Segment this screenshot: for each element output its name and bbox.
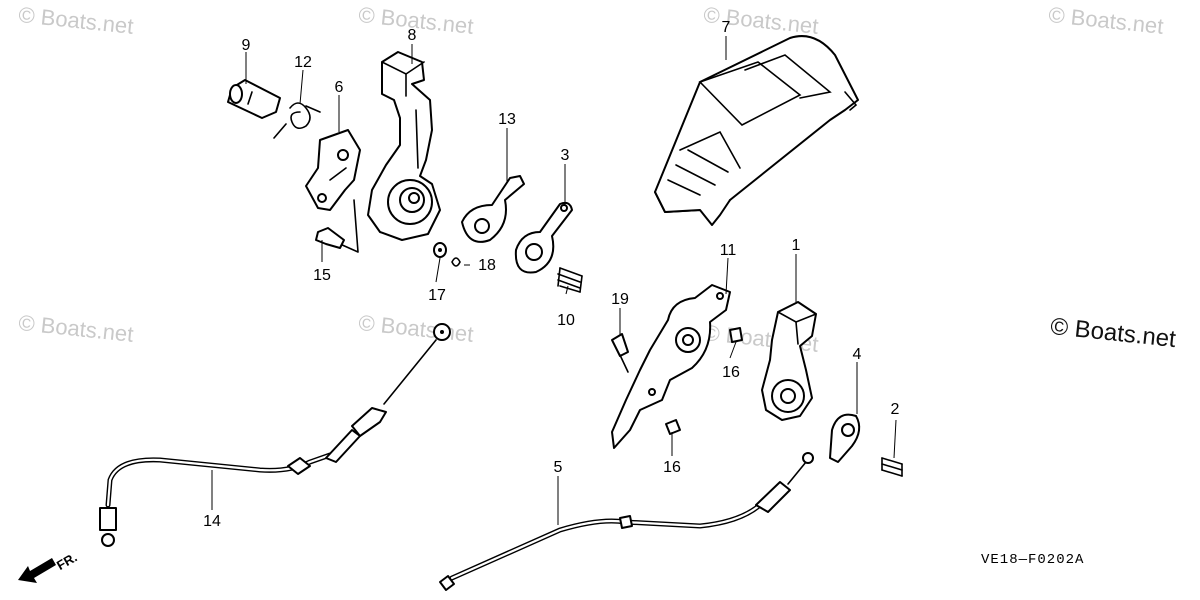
- part-3-plate[interactable]: [514, 201, 573, 274]
- part-5-cable[interactable]: [439, 452, 814, 591]
- part-19-bolt[interactable]: [611, 333, 629, 373]
- part-18-clip[interactable]: [451, 257, 461, 267]
- part-1-lever[interactable]: [761, 301, 817, 421]
- callout-6: 6: [334, 79, 344, 96]
- callout-1: 1: [791, 237, 801, 254]
- part-9-pin[interactable]: [227, 79, 281, 119]
- callout-5: 5: [553, 459, 563, 476]
- part-16-screw[interactable]: [729, 327, 743, 343]
- callout-17: 17: [428, 287, 446, 304]
- part-6-bracket[interactable]: [305, 129, 361, 253]
- part-16-screw[interactable]: [665, 419, 681, 435]
- part-11-bracket[interactable]: [611, 284, 731, 449]
- leader-lines: [211, 36, 897, 525]
- callout-2: 2: [890, 401, 900, 418]
- part-13-plate[interactable]: [461, 175, 525, 243]
- callout-9: 9: [241, 37, 251, 54]
- callout-10: 10: [557, 312, 575, 329]
- part-4-knob[interactable]: [829, 413, 861, 463]
- part-17-washer[interactable]: [433, 242, 447, 258]
- callout-16: 16: [722, 364, 740, 381]
- callout-12: 12: [294, 54, 312, 71]
- callout-11: 11: [719, 242, 737, 259]
- part-10-spring[interactable]: [557, 267, 583, 293]
- callout-15: 15: [313, 267, 331, 284]
- callout-13: 13: [498, 111, 516, 128]
- callout-4: 4: [852, 346, 862, 363]
- part-15-bolt[interactable]: [315, 227, 345, 249]
- callout-19: 19: [611, 291, 629, 308]
- callout-14: 14: [203, 513, 221, 530]
- part-8-lever[interactable]: [367, 51, 441, 241]
- part-7-cover[interactable]: [654, 35, 859, 226]
- part-14-cable[interactable]: [99, 323, 451, 547]
- callout-7: 7: [721, 19, 731, 36]
- callout-3: 3: [560, 147, 570, 164]
- part-2-spring[interactable]: [881, 457, 903, 477]
- callout-8: 8: [407, 27, 417, 44]
- diagram-code: VE18—F0202A: [981, 552, 1085, 568]
- callout-18: 18: [478, 257, 496, 274]
- part-12-spring[interactable]: [273, 102, 321, 139]
- front-direction-arrow-icon: [18, 558, 56, 583]
- callout-16: 16: [663, 459, 681, 476]
